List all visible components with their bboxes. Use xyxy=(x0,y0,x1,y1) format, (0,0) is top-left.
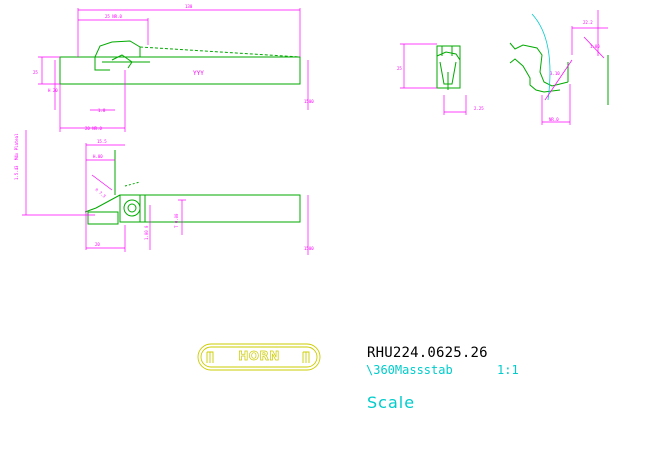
end-view-geometry xyxy=(436,45,461,90)
svg-text:15.5: 15.5 xyxy=(97,139,107,144)
horn-logo-right-mark xyxy=(302,351,310,363)
svg-text:1500: 1500 xyxy=(304,246,314,251)
svg-text:H 20: H 20 xyxy=(48,88,58,93)
svg-text:NR.0: NR.0 xyxy=(549,117,559,122)
end-view-dimensions xyxy=(400,43,467,115)
scale-word: Scale xyxy=(367,393,416,412)
svg-text:25 NR.0: 25 NR.0 xyxy=(105,14,122,19)
logo-text: HORN xyxy=(238,349,280,364)
scale-label: \360Massstab xyxy=(366,363,453,377)
svg-text:h 7.3: h 7.3 xyxy=(94,187,107,199)
svg-text:H.00: H.00 xyxy=(93,154,103,159)
svg-text:M4x Plateal: M4x Plateal xyxy=(14,133,19,160)
side-view-label: YYY xyxy=(193,70,204,77)
svg-text:1.00 0: 1.00 0 xyxy=(144,225,149,240)
part-number: RHU224.0625.26 xyxy=(367,345,488,361)
horn-logo-left-mark xyxy=(206,351,214,363)
svg-text:T 0.00: T 0.00 xyxy=(174,213,179,228)
svg-text:25: 25 xyxy=(397,66,402,71)
svg-text:130: 130 xyxy=(185,4,193,9)
horn-logo xyxy=(197,343,321,371)
svg-text:20 NR.0: 20 NR.0 xyxy=(85,126,102,131)
plan-view-geometry xyxy=(84,150,301,225)
svg-text:1.5.43: 1.5.43 xyxy=(14,165,19,180)
side-view-dimensions xyxy=(38,8,309,132)
detail-view-dimensions xyxy=(541,10,608,125)
svg-text:1.80: 1.80 xyxy=(590,44,600,49)
svg-text:3.10: 3.10 xyxy=(550,71,560,76)
svg-text:20: 20 xyxy=(95,242,100,247)
svg-text:1.8: 1.8 xyxy=(98,108,106,113)
plan-view-dimensions xyxy=(22,130,309,255)
svg-text:22.2: 22.2 xyxy=(583,20,593,25)
svg-text:1500: 1500 xyxy=(304,99,314,104)
detail-view-arc xyxy=(531,13,551,101)
end-view-dim-text: 25 2.25 xyxy=(397,66,484,111)
svg-text:25: 25 xyxy=(33,70,38,75)
scale-ratio: 1:1 xyxy=(497,363,519,377)
plan-view-dim-text: 15.5 H.00 h 7.3 1.5.43 M4x Plateal 20 1.… xyxy=(14,133,314,251)
svg-text:YYY: YYY xyxy=(193,70,204,77)
svg-text:2.25: 2.25 xyxy=(474,106,484,111)
side-view-dim-text: 130 25 NR.0 25 H 20 1.8 20 NR.0 1500 xyxy=(33,4,314,131)
side-view-geometry xyxy=(59,40,301,85)
detail-view-dim-text: 22.2 1.80 3.10 NR.0 xyxy=(549,20,600,122)
